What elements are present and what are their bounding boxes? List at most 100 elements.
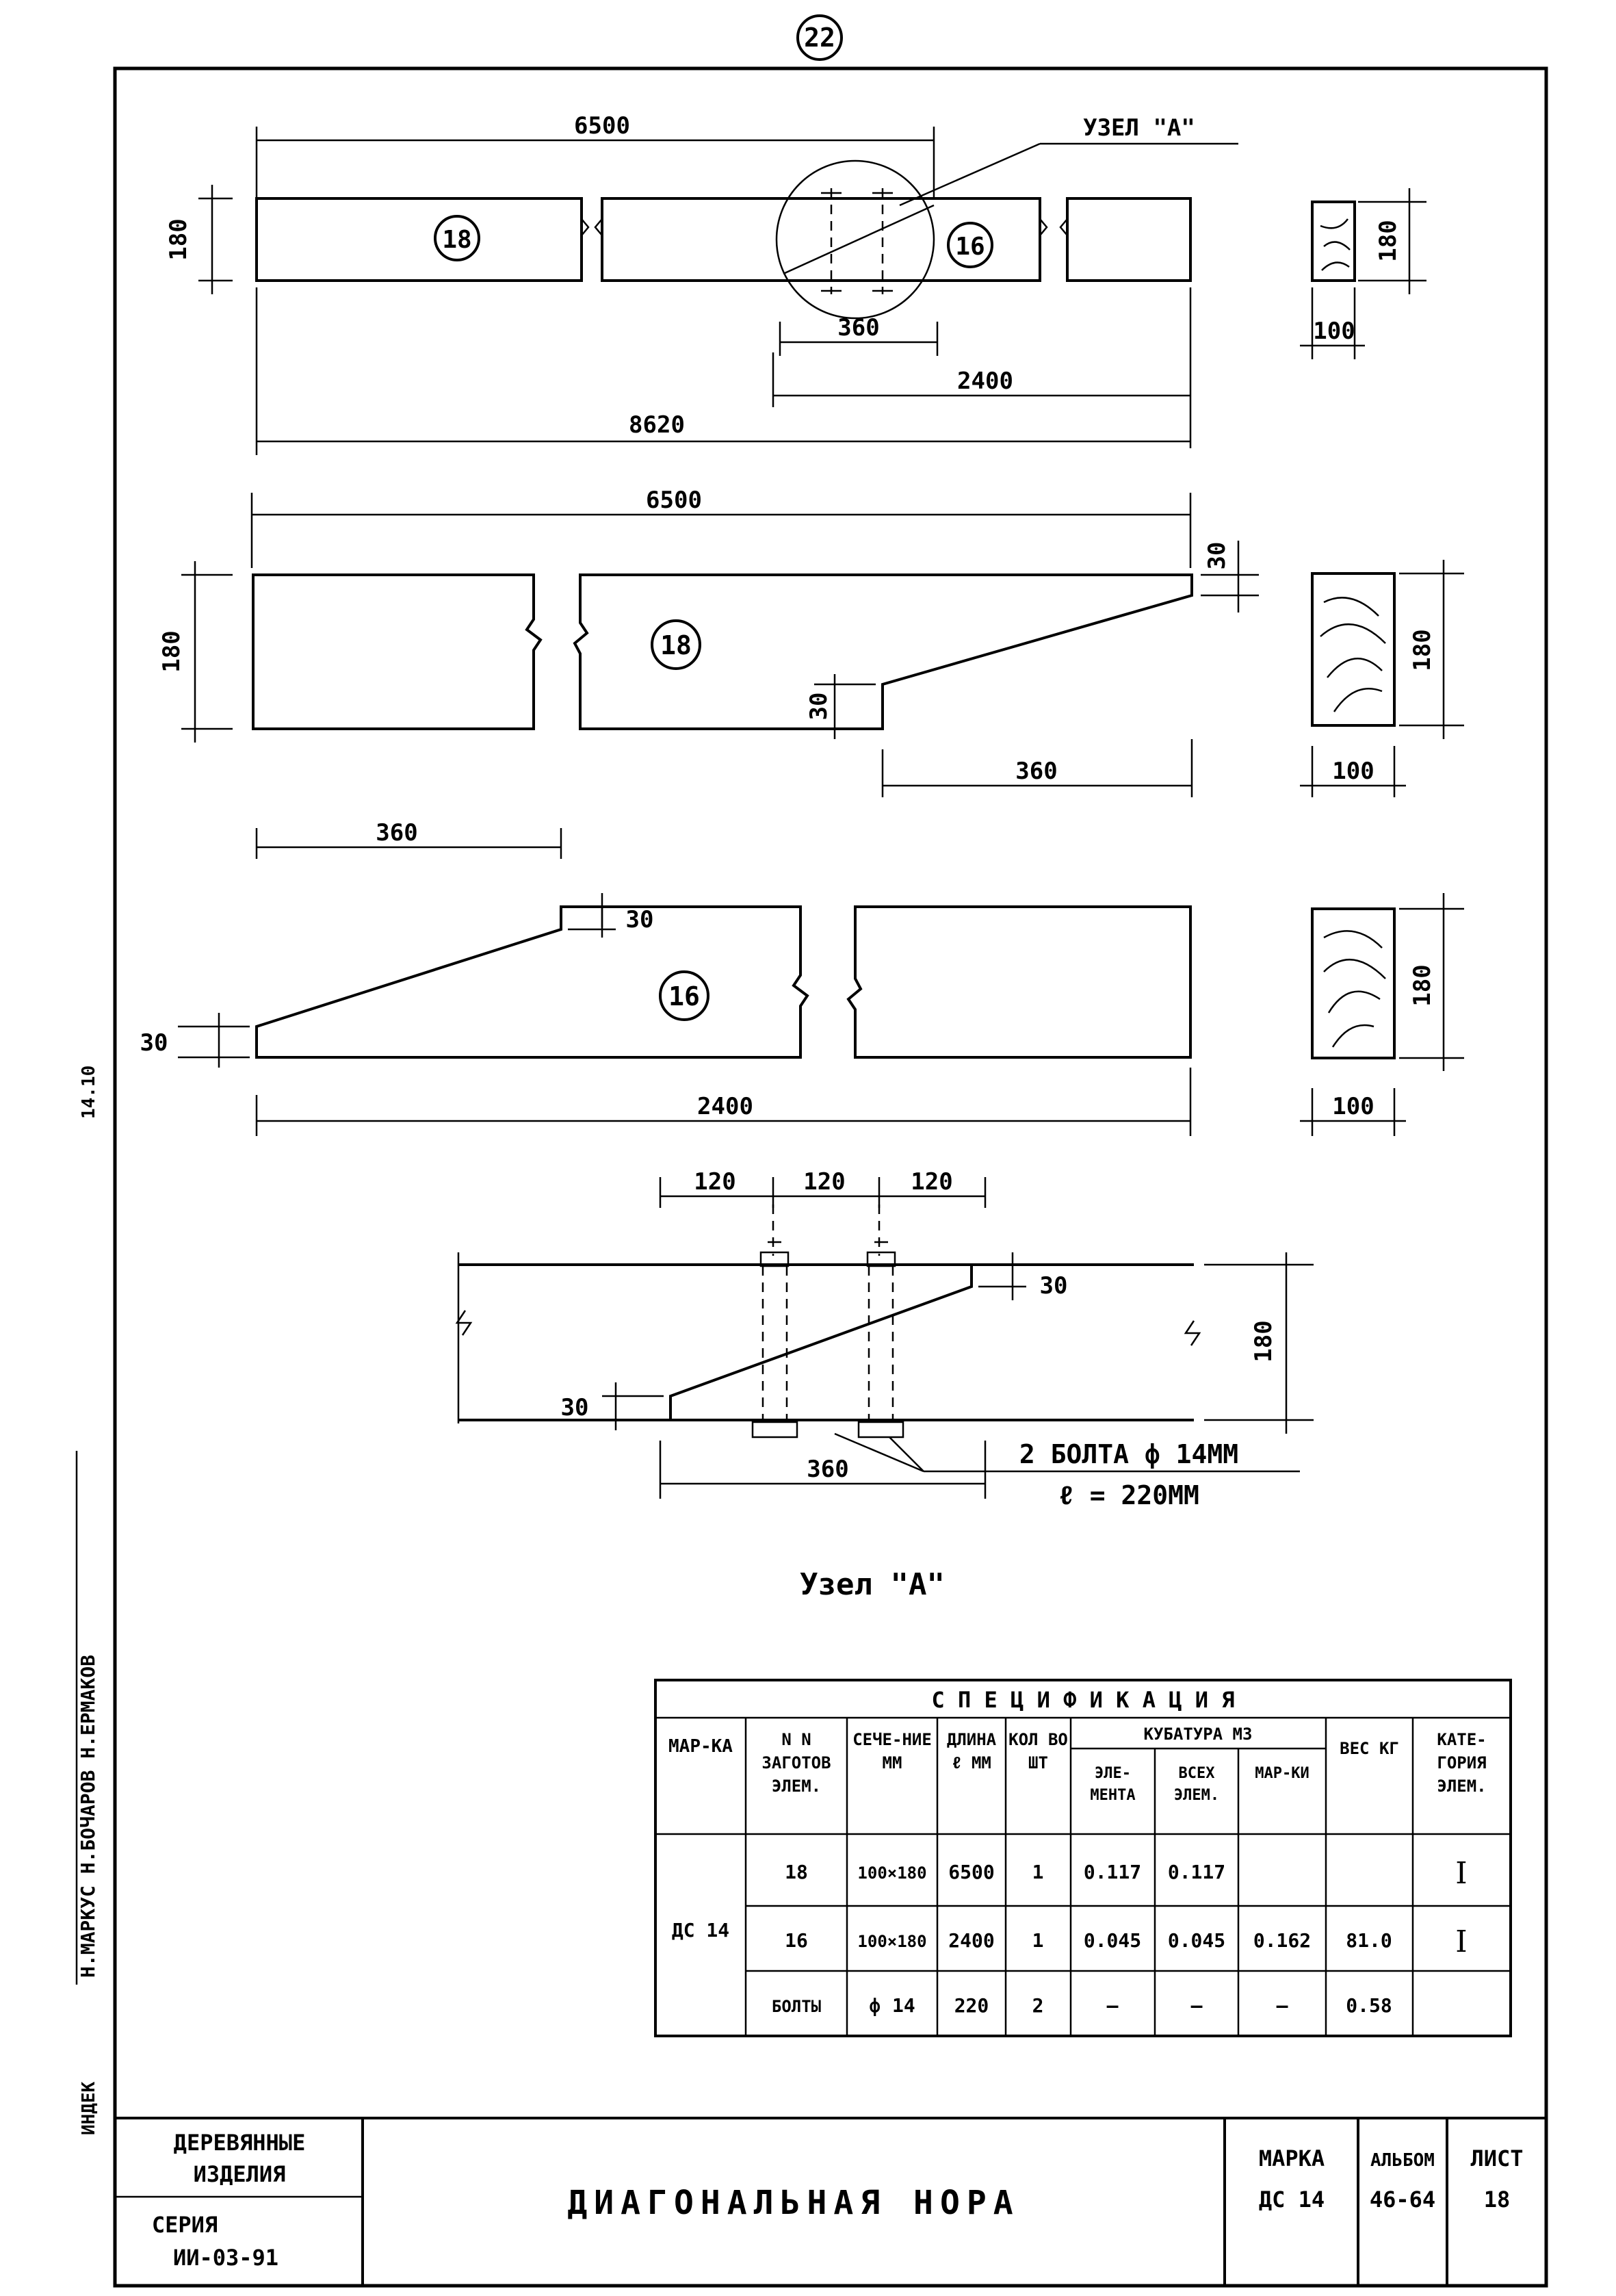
view3-dim-end: 30 — [140, 1029, 168, 1057]
table-row: БОЛТЫ ф 14 220 2 — — — 0.58 — [772, 1994, 1392, 2017]
table-row: 18 100×180 6500 1 0.117 0.117 I — [785, 1856, 1468, 1891]
cell-nn: 18 — [785, 1861, 808, 1883]
cell-qty: 1 — [1032, 1861, 1044, 1883]
spec-header-elem: ЭЛЕ-МЕНТА — [1090, 1765, 1136, 1804]
view3-dim-total: 2400 — [697, 1093, 753, 1120]
view1-part-left: 18 — [442, 226, 471, 254]
side-index: ИНДЕК — [79, 2081, 99, 2135]
page-number-text: 22 — [804, 23, 835, 53]
detail-dim-top: 30 — [1040, 1272, 1068, 1300]
marka-value: ДС 14 — [1259, 2187, 1325, 2213]
detail-node-a: 120 120 120 30 30 180 — [455, 1168, 1314, 1602]
series-label: СЕРИЯ — [152, 2212, 218, 2238]
spec-header-marki: МАР-КИ — [1255, 1765, 1309, 1782]
org-line2: ИЗДЕЛИЯ — [194, 2161, 286, 2187]
side-number: 14.10 — [79, 1066, 99, 1119]
series-value: ИИ-03-91 — [173, 2245, 278, 2271]
album-label: АЛЬБОМ — [1370, 2150, 1435, 2171]
view1-dim-right: 2400 — [957, 367, 1013, 395]
cell-nn: БОЛТЫ — [772, 1997, 821, 2016]
view2-dim-bevel: 360 — [1015, 758, 1057, 785]
cell-qty: 1 — [1032, 1929, 1044, 1952]
view1-section-height: 180 — [1374, 220, 1402, 261]
view1-height: 180 — [165, 218, 192, 260]
spec-marka-value: ДС 14 — [672, 1919, 729, 1942]
marka-label: МАРКА — [1259, 2145, 1325, 2171]
drawing-title: ДИАГОНАЛЬНАЯ НОРА — [567, 2184, 1019, 2222]
cell-section: 100×180 — [857, 1863, 926, 1883]
cell-nn: 16 — [785, 1929, 808, 1952]
view1-dim-top: 6500 — [574, 112, 630, 140]
spec-title: С П Е Ц И Ф И К А Ц И Я — [931, 1687, 1234, 1713]
spec-header-category: КАТЕ-ГОРИЯ ЭЛЕМ. — [1437, 1730, 1487, 1796]
view3-dim-step: 30 — [626, 906, 654, 933]
view1-part-right: 16 — [955, 233, 985, 261]
spec-header-all-elem: ВСЕХ ЭЛЕМ. — [1173, 1765, 1220, 1804]
cell-all: 0.045 — [1168, 1929, 1225, 1952]
spec-header-weight: ВЕС КГ — [1340, 1739, 1399, 1758]
cell-elem: — — [1107, 1994, 1119, 2017]
view-3-part-16: 360 16 30 30 2400 180 100 — [140, 819, 1464, 1136]
detail-dim-length: 360 — [807, 1456, 848, 1483]
view3-section-width: 100 — [1332, 1093, 1374, 1120]
side-strip: 14.10 Н.МАРКУС Н.БОЧАРОВ Н.ЕРМАКОВ ИНДЕК — [75, 1066, 99, 2135]
view2-section-height: 180 — [1409, 629, 1436, 671]
detail-bolts-line1: 2 БОЛТА ф 14ММ — [1019, 1439, 1238, 1469]
list-label: ЛИСТ — [1470, 2145, 1523, 2171]
spec-header-qty: КОЛ ВО ШТ — [1008, 1730, 1068, 1772]
spec-header-length: ДЛИНА ℓ ММ — [946, 1730, 997, 1772]
list-value: 18 — [1484, 2187, 1511, 2213]
cell-qty: 2 — [1032, 1994, 1044, 2017]
view2-dim-end-bottom: 30 — [805, 693, 833, 721]
spec-header-section: СЕЧЕ-НИЕ ММ — [852, 1730, 932, 1772]
detail-height: 180 — [1250, 1320, 1277, 1362]
cell-all: 0.117 — [1168, 1861, 1225, 1883]
detail-dim-b: 120 — [803, 1168, 845, 1196]
cell-length: 2400 — [948, 1929, 994, 1952]
spec-header-marka: МАР-КА — [668, 1736, 733, 1757]
detail-dim-bottom: 30 — [561, 1394, 589, 1421]
view1-dim-total: 8620 — [629, 411, 685, 439]
view-2-part-18: 6500 18 180 30 30 360 180 — [158, 487, 1464, 797]
detail-caption: Узел "А" — [800, 1567, 945, 1602]
detail-dim-c: 120 — [911, 1168, 952, 1196]
view1-section-width: 100 — [1313, 318, 1355, 345]
view2-dim-end-top: 30 — [1203, 542, 1231, 570]
view2-dim-top: 6500 — [646, 487, 702, 514]
cell-weight: 0.58 — [1346, 1994, 1392, 2017]
cell-weight: 81.0 — [1346, 1929, 1392, 1952]
view3-section-height: 180 — [1409, 964, 1436, 1006]
cell-elem: 0.045 — [1084, 1929, 1141, 1952]
cell-category: I — [1455, 1924, 1467, 1959]
title-block: ДЕРЕВЯННЫЕ ИЗДЕЛИЯ СЕРИЯ ИИ-03-91 ДИАГОН… — [115, 2117, 1546, 2286]
view1-node-ref: УЗЕЛ "А" — [1083, 114, 1195, 142]
view2-section-width: 100 — [1332, 758, 1374, 785]
detail-dim-a: 120 — [694, 1168, 735, 1196]
detail-bolts-line2: ℓ = 220ММ — [1058, 1480, 1199, 1510]
album-value: 46-64 — [1370, 2187, 1435, 2213]
cell-elem: 0.117 — [1084, 1861, 1141, 1883]
cell-marki: — — [1277, 1994, 1288, 2017]
view1-dim-splice: 360 — [837, 314, 879, 341]
page-number: 22 — [796, 14, 843, 61]
table-row: 16 100×180 2400 1 0.045 0.045 0.162 81.0… — [785, 1924, 1468, 1959]
view2-height: 180 — [158, 630, 185, 672]
spec-table: С П Е Ц И Ф И К А Ц И Я МАР-КА N N ЗАГОТ… — [654, 1679, 1512, 2037]
cell-all: — — [1191, 1994, 1203, 2017]
cell-category: I — [1455, 1856, 1467, 1891]
view3-part: 16 — [668, 981, 700, 1011]
spec-header-cubature: КУБАТУРА М3 — [1144, 1725, 1253, 1744]
view2-part: 18 — [660, 630, 692, 660]
cell-length: 6500 — [948, 1861, 994, 1883]
org-line1: ДЕРЕВЯННЫЕ — [174, 2130, 306, 2156]
cell-section: 100×180 — [857, 1932, 926, 1951]
cell-marki: 0.162 — [1253, 1929, 1311, 1952]
sheet-border — [113, 66, 1548, 2288]
side-names: Н.МАРКУС Н.БОЧАРОВ Н.ЕРМАКОВ — [77, 1655, 99, 1978]
view-1-assembly: 6500 УЗЕЛ "А" 18 16 180 360 — [165, 112, 1426, 455]
cell-length: 220 — [954, 1994, 989, 2017]
spec-header-nn: N N ЗАГОТОВ ЭЛЕМ. — [761, 1730, 831, 1796]
cell-section: ф 14 — [869, 1994, 915, 2017]
view3-dim-bevel: 360 — [376, 819, 417, 847]
